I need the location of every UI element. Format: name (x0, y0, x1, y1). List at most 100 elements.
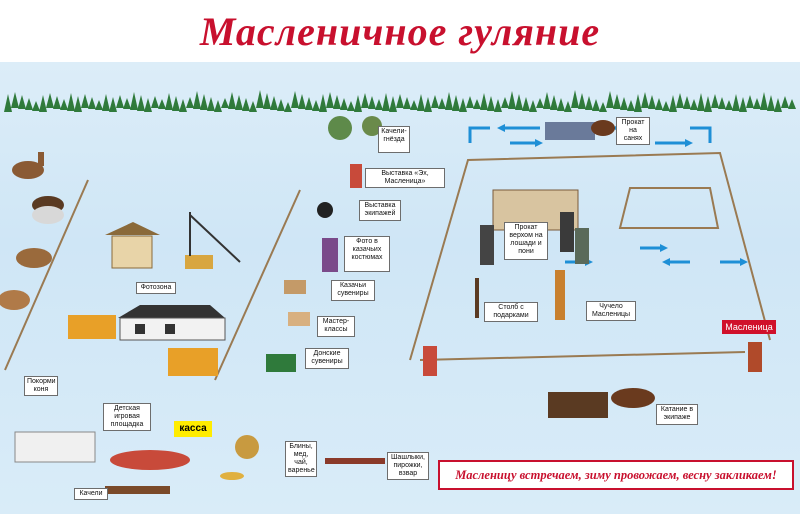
label-donskie-suveniry: Донские сувениры (305, 348, 349, 369)
gazebo (105, 212, 241, 269)
tree (270, 96, 278, 110)
tree (207, 97, 215, 111)
tree (599, 102, 607, 112)
tree (263, 93, 271, 109)
tree (53, 96, 61, 109)
tree (676, 93, 684, 108)
forest-treeline (4, 90, 796, 112)
tree (312, 100, 320, 111)
fence-arena-bottom (419, 351, 746, 361)
label-prokat-sanyah: Прокат на санях (616, 117, 650, 145)
tree (690, 99, 698, 110)
tree (333, 95, 341, 109)
page-title: Масленичное гуляние (199, 9, 601, 54)
tree (725, 100, 733, 110)
tree (620, 97, 628, 110)
bottom-props (14, 431, 385, 494)
tree (774, 98, 782, 112)
tree (242, 98, 250, 111)
label-master-klassy: Мастер-классы (317, 316, 355, 337)
tree (235, 95, 243, 110)
tree (557, 98, 565, 111)
tree (564, 101, 572, 112)
tree (494, 99, 502, 112)
tree (424, 97, 432, 112)
tree (662, 101, 670, 111)
tree (277, 99, 285, 111)
tree (214, 100, 222, 112)
tree (18, 95, 26, 109)
tree (25, 98, 33, 110)
tree (368, 96, 376, 109)
tree (445, 92, 453, 110)
tree (396, 94, 404, 108)
tree (326, 92, 334, 108)
tree (298, 94, 306, 109)
tree (753, 98, 761, 109)
tree (760, 92, 768, 110)
tree (361, 93, 369, 108)
tree (655, 98, 663, 110)
tree (515, 94, 523, 110)
tree (613, 94, 621, 109)
tree (256, 90, 264, 108)
tree (417, 94, 425, 111)
label-prokat-verhom: Прокат верхом на лошади и пони (504, 222, 548, 260)
tree (543, 92, 551, 109)
tree (536, 98, 544, 108)
tree (291, 91, 299, 108)
fence-middle (214, 189, 301, 381)
tree (46, 93, 54, 108)
tree (550, 95, 558, 110)
tree (137, 95, 145, 111)
label-shashlyki: Шашлыки, пирожки, взвар (387, 452, 429, 480)
tree (410, 100, 418, 110)
tree (375, 99, 383, 110)
tree (284, 102, 292, 112)
tree (179, 99, 187, 112)
maslenitsa-sign: Масленица (722, 320, 776, 334)
label-kazachi-suveniry: Казачьи сувениры (331, 280, 375, 301)
tree (403, 97, 411, 109)
tree (501, 97, 509, 108)
tree (585, 96, 593, 110)
tree (592, 99, 600, 111)
photo-boards (68, 315, 218, 376)
tree (718, 97, 726, 109)
tree (200, 94, 208, 110)
tree (172, 96, 180, 111)
tree (522, 97, 530, 111)
label-vystavka-eh: Выставка «Эх, Масленица» (365, 168, 445, 188)
tree (60, 99, 68, 110)
tree (74, 96, 82, 112)
label-kacheli: Качели (74, 488, 108, 500)
tree (788, 99, 796, 109)
label-chuchelo: Чучело Масленицы (586, 301, 636, 321)
label-foto-kazachih: Фото в казачьих костюмах (344, 236, 390, 272)
label-pokormi-konya: Покорми коня (24, 376, 58, 396)
tree (704, 96, 712, 112)
tree (431, 95, 439, 108)
tree (648, 95, 656, 109)
horses-left (0, 152, 64, 310)
label-bliny: Блины, мед, чай, варенье (285, 441, 317, 477)
label-fotozona: Фотозона (136, 282, 176, 294)
tree (340, 98, 348, 110)
tree (67, 93, 75, 111)
tree (438, 98, 446, 109)
tree (473, 99, 481, 109)
kassa-sign: касса (174, 421, 212, 437)
middle-props (266, 116, 382, 372)
tree (305, 97, 313, 110)
tree (683, 96, 691, 109)
tree (711, 94, 719, 108)
tree (109, 97, 117, 112)
tree (123, 98, 131, 109)
tree (319, 94, 327, 112)
tree (347, 101, 355, 111)
tree (88, 97, 96, 109)
tree (487, 96, 495, 111)
tree (606, 91, 614, 108)
tree (144, 98, 152, 112)
tree (186, 97, 194, 108)
